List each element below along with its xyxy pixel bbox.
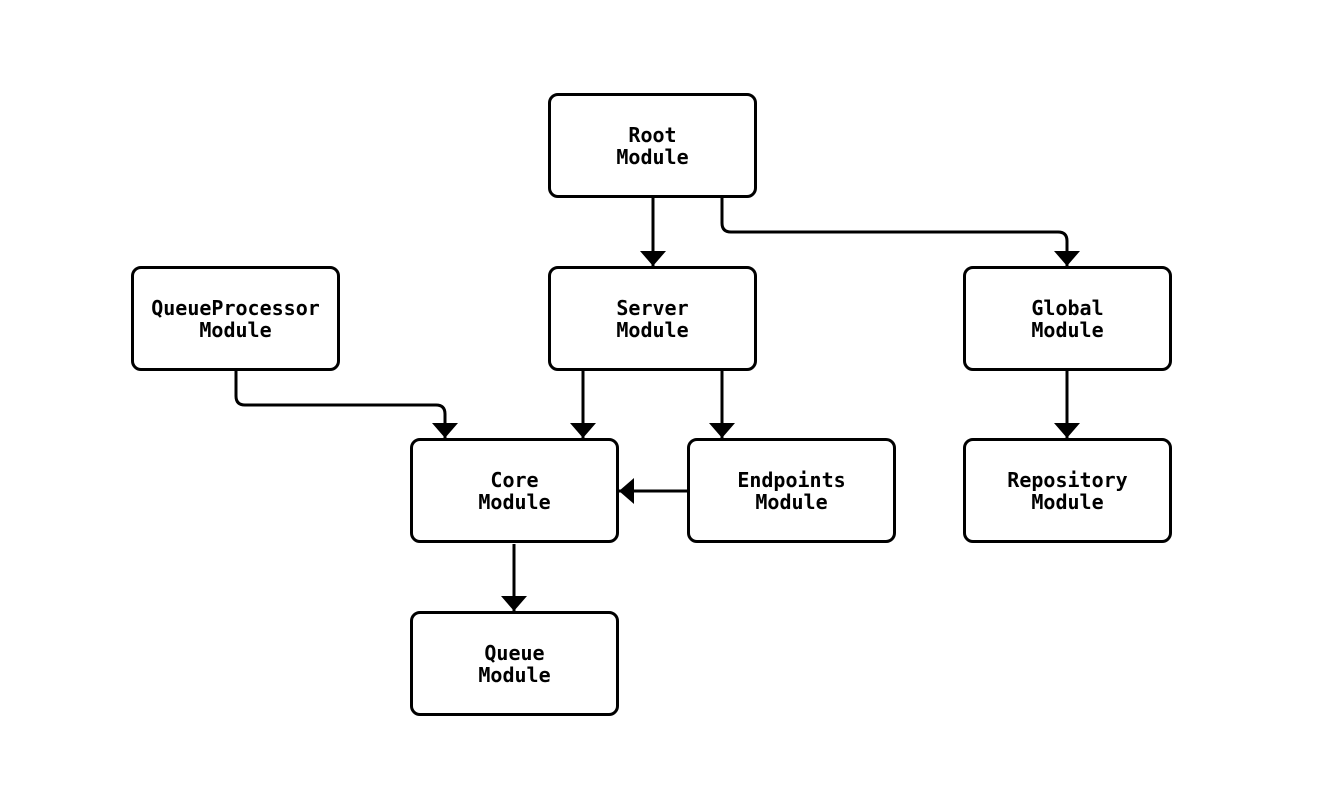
node-label-line2: Module [1031, 317, 1104, 342]
node-label-line1: QueueProcessor [151, 295, 320, 320]
node-repository-module: Repository Module [963, 438, 1172, 543]
node-label-line1: Core [490, 467, 539, 492]
node-endpoints-module: Endpoints Module [687, 438, 896, 543]
node-global-module: Global Module [963, 266, 1172, 371]
node-root-module: Root Module [548, 93, 757, 198]
node-label-line1: Endpoints [737, 467, 846, 492]
node-queueprocessor-module: QueueProcessor Module [131, 266, 340, 371]
node-core-module: Core Module [410, 438, 619, 543]
node-label-line2: Module [478, 662, 551, 687]
node-label-line2: Module [478, 489, 551, 514]
node-label-line2: Module [1031, 489, 1104, 514]
node-label-line1: Global [1031, 295, 1104, 320]
node-label-line2: Module [199, 317, 272, 342]
node-label-line1: Repository [1007, 467, 1128, 492]
node-label-line2: Module [616, 144, 689, 169]
node-label-line2: Module [616, 317, 689, 342]
node-label-line1: Server [616, 295, 689, 320]
node-label-line2: Module [755, 489, 828, 514]
node-queue-module: Queue Module [410, 611, 619, 716]
node-label-line1: Queue [484, 640, 545, 665]
node-label-line1: Root [628, 122, 677, 147]
node-server-module: Server Module [548, 266, 757, 371]
edge-root-to-global [720, 198, 1080, 266]
edge-queueprocessor-to-core [234, 371, 458, 438]
